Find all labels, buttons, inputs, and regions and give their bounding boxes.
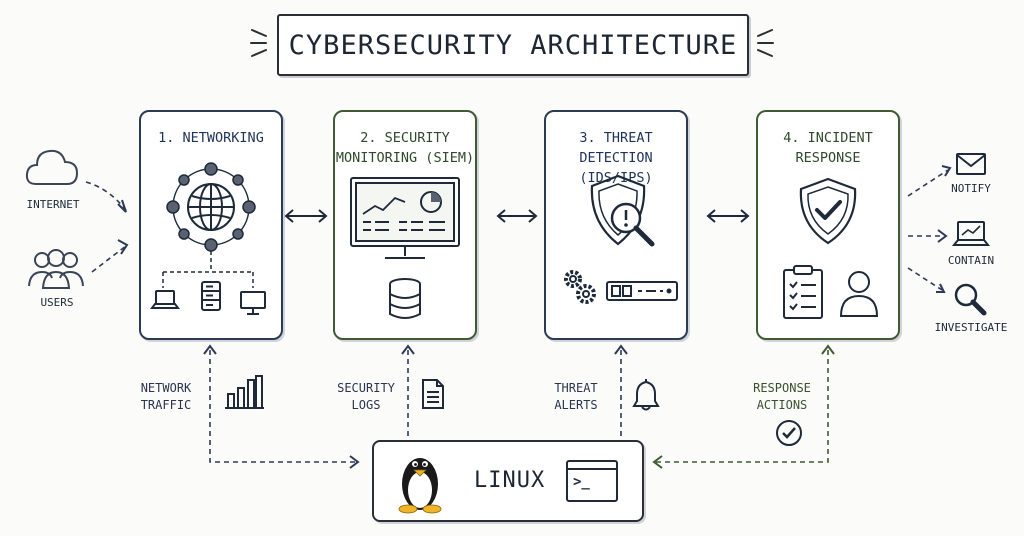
users-label: USERS [40,296,74,309]
contain-label: CONTAIN [947,254,995,267]
envelope-icon [956,153,986,175]
security-logs-label: SECURITY LOGS [337,381,395,412]
database-icon [389,278,421,319]
check-circle-icon [776,420,802,446]
bar-chart-icon [225,375,264,409]
clipboard-icon [783,265,823,319]
incident-response-title: 4. INCIDENT RESPONSE [783,130,873,166]
search-icon [954,283,987,316]
arrow-detection-response [706,209,750,223]
terminal-prompt: >_ [573,474,590,490]
networking-panel: 1. NETWORKING [139,110,283,340]
siem-panel: 2. SECURITY MONITORING (SIEM) [333,110,477,340]
users-icon [26,248,86,294]
threat-detection-panel: 3. THREAT DETECTION (IDS/IPS) [544,110,688,340]
server-icon [201,281,221,311]
globe-network-icon [162,162,256,288]
response-actions-label: RESPONSE ACTIONS [753,381,811,412]
title-decoration-right [754,26,776,64]
investigate-label: INVESTIGATE [934,321,1008,334]
cloud-icon [24,140,80,194]
arrow-siem-detection [496,209,538,223]
document-icon [422,379,444,409]
person-icon [839,271,879,317]
networking-title: 1. NETWORKING [158,130,264,146]
network-traffic-label: NETWORK TRAFFIC [140,381,192,412]
laptop-icon [150,290,180,309]
title-decoration-left [248,26,270,64]
dashboard-icon [350,177,460,259]
siem-title: 2. SECURITY MONITORING (SIEM) [335,130,475,166]
ids-device-icon [606,281,678,301]
diagram-title: CYBERSECURITY ARCHITECTURE [277,14,749,76]
internet-label: INTERNET [26,198,80,211]
shield-check-icon [799,177,857,245]
penguin-icon [398,458,442,514]
linux-base-box: LINUX >_ [372,440,644,522]
incident-response-panel: 4. INCIDENT RESPONSE [756,110,900,340]
laptop-chart-icon [951,221,991,246]
bell-icon [632,379,660,411]
threat-alerts-label: THREAT ALERTS [554,381,598,412]
linux-label: LINUX [474,468,546,493]
shield-alert-icon [590,174,655,247]
threat-detection-title: 3. THREAT DETECTION (IDS/IPS) [579,130,653,186]
gears-icon [564,270,596,304]
arrow-networking-siem [284,209,328,223]
notify-label: NOTIFY [951,182,991,195]
monitor-icon [240,291,266,315]
terminal-icon: >_ [566,460,618,502]
